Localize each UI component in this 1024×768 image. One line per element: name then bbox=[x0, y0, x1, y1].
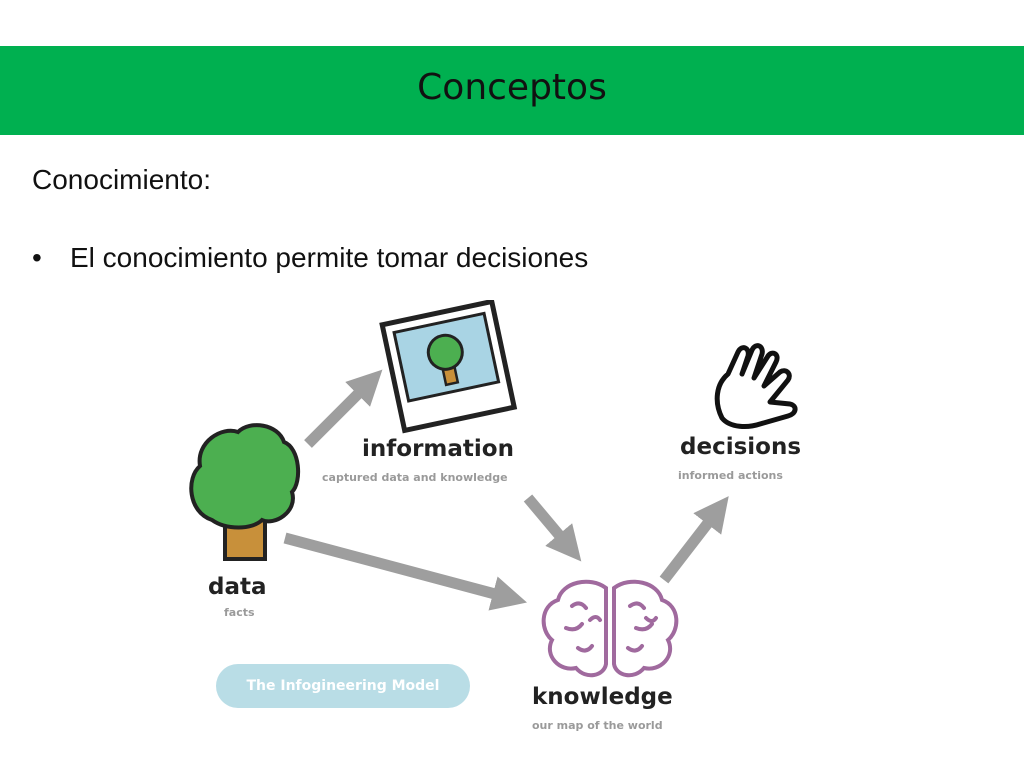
infogineering-diagram bbox=[189, 300, 798, 678]
node-decisions-caption: informed actions bbox=[678, 469, 783, 482]
node-data-label: data bbox=[208, 574, 267, 600]
bullet-item: • El conocimiento permite tomar decisione… bbox=[32, 242, 588, 274]
title-bar bbox=[0, 46, 1024, 135]
node-information-caption: captured data and knowledge bbox=[322, 471, 508, 484]
model-badge: The Infogineering Model bbox=[216, 664, 470, 708]
photo-icon bbox=[379, 300, 518, 434]
node-decisions-label: decisions bbox=[680, 434, 802, 460]
hand-icon bbox=[714, 343, 798, 429]
bullet-dot-icon: • bbox=[32, 242, 42, 273]
bullet-text: El conocimiento permite tomar decisiones bbox=[70, 242, 589, 273]
node-knowledge-caption: our map of the world bbox=[532, 719, 663, 732]
node-knowledge-label: knowledge bbox=[532, 684, 673, 710]
arrow-data-to-knowledge bbox=[283, 532, 528, 611]
arrow-knowledge-to-decisions bbox=[659, 496, 729, 584]
arrow-information-to-knowledge bbox=[523, 494, 582, 562]
arrow-data-to-information bbox=[304, 369, 383, 448]
node-data-caption: facts bbox=[224, 606, 255, 619]
section-heading: Conocimiento: bbox=[32, 164, 211, 195]
slide-title: Conceptos bbox=[417, 67, 607, 108]
node-information-label: information bbox=[362, 436, 514, 462]
brain-icon bbox=[541, 579, 679, 678]
tree-icon bbox=[189, 423, 301, 561]
